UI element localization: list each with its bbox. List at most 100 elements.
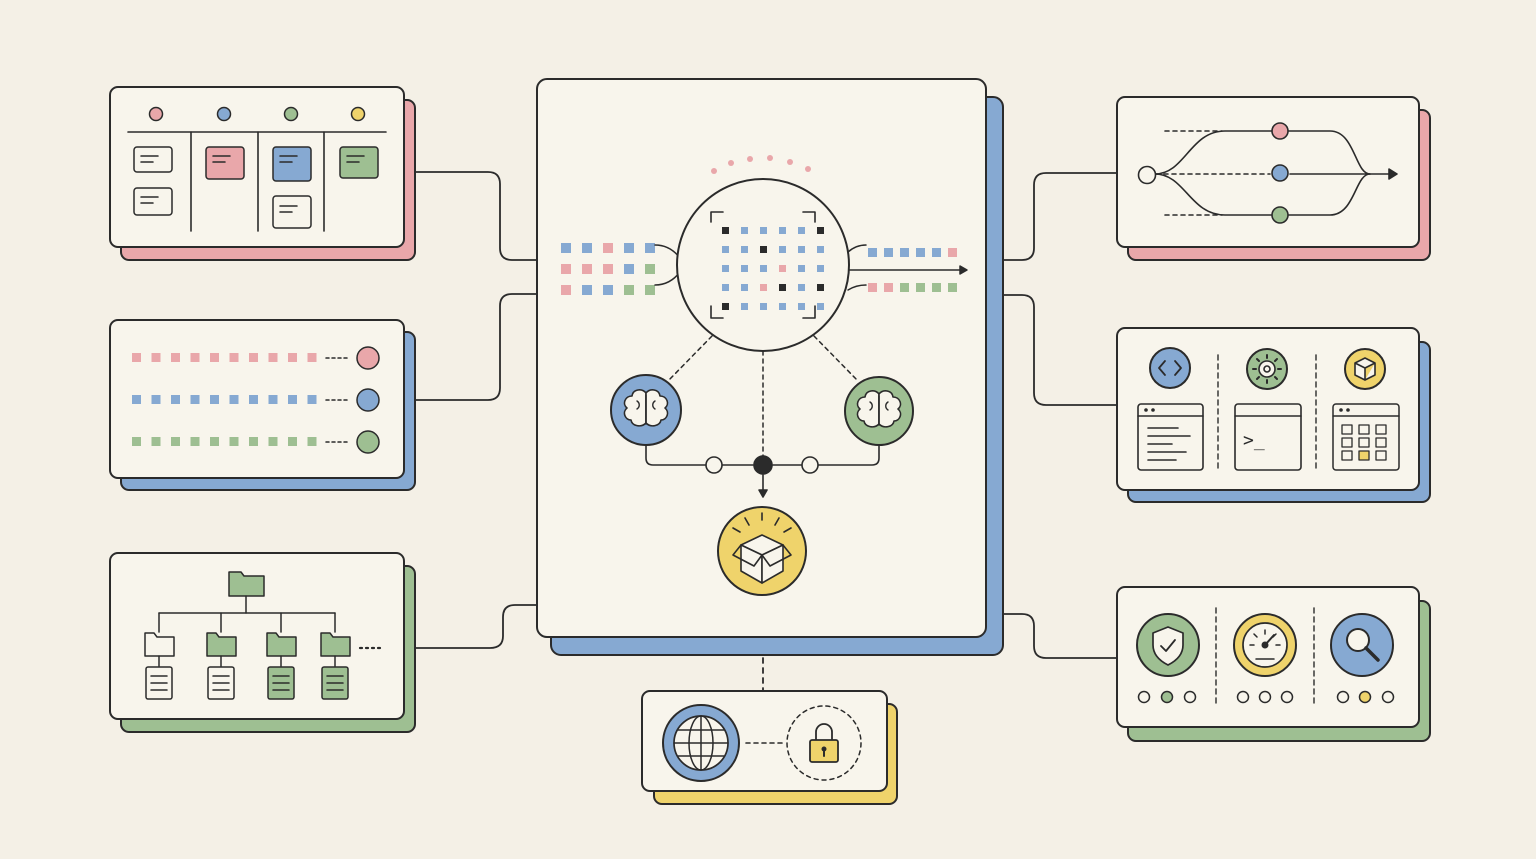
output-token bbox=[932, 248, 941, 257]
grid-cell bbox=[1375, 450, 1387, 461]
speed-gauge-icon bbox=[1233, 613, 1297, 677]
stream-square bbox=[210, 437, 219, 446]
stream-square bbox=[190, 353, 200, 362]
tool-dividers bbox=[1217, 354, 1317, 471]
input-token bbox=[582, 264, 592, 274]
editor-window-icon bbox=[1137, 403, 1204, 471]
stream-square bbox=[210, 395, 219, 404]
output-token bbox=[868, 283, 877, 292]
input-token bbox=[603, 264, 613, 274]
stream-square bbox=[307, 395, 317, 404]
output-token-grid bbox=[868, 248, 957, 292]
matrix-cell bbox=[741, 227, 748, 234]
grid-cell bbox=[1375, 424, 1387, 435]
note-card-icon bbox=[272, 195, 312, 229]
stream-square bbox=[190, 395, 200, 404]
arc-dots bbox=[711, 155, 811, 174]
matrix-cell bbox=[722, 303, 729, 310]
note-cards bbox=[133, 146, 379, 229]
card-body bbox=[536, 78, 987, 638]
matrix-cell bbox=[798, 227, 805, 234]
grid-cell bbox=[1341, 424, 1353, 435]
stream-square bbox=[190, 437, 200, 446]
stream-end-pink bbox=[356, 346, 380, 370]
document-icon bbox=[267, 666, 295, 700]
output-token bbox=[916, 248, 925, 257]
matrix-cell bbox=[779, 303, 786, 310]
matrix-cell bbox=[741, 303, 748, 310]
package-icon bbox=[717, 506, 807, 596]
connector-pipeline bbox=[1002, 172, 1118, 261]
stream-square bbox=[268, 353, 278, 362]
magnifier-icon bbox=[1330, 613, 1394, 677]
matrix-cell bbox=[817, 303, 824, 310]
cube-icon bbox=[1344, 348, 1386, 390]
stream-square bbox=[132, 437, 141, 446]
input-token bbox=[624, 285, 634, 295]
folder-icon bbox=[144, 632, 175, 657]
input-token bbox=[624, 243, 634, 253]
matrix-cell bbox=[760, 246, 767, 253]
connector-folders bbox=[414, 604, 539, 649]
matrix-cell bbox=[741, 265, 748, 272]
stream-square bbox=[151, 353, 161, 362]
output-token bbox=[884, 248, 893, 257]
connector-tools bbox=[1002, 294, 1118, 406]
folder-icon bbox=[266, 632, 297, 657]
brain-icon bbox=[610, 374, 682, 446]
input-token bbox=[645, 285, 655, 295]
branch-pipeline-card bbox=[1116, 96, 1431, 261]
matrix-cell bbox=[779, 265, 786, 272]
network-security-card bbox=[641, 690, 898, 805]
shield-check-icon bbox=[1136, 613, 1200, 677]
matrix-cell bbox=[779, 284, 786, 291]
matrix-cell bbox=[798, 246, 805, 253]
grid-cell bbox=[1375, 437, 1387, 448]
input-token bbox=[582, 285, 592, 295]
connector-lines bbox=[414, 171, 1118, 691]
dashed-links bbox=[667, 335, 859, 458]
arrow-right-icon bbox=[1388, 168, 1398, 180]
folder-icon bbox=[206, 632, 237, 657]
monitoring-card bbox=[1116, 586, 1431, 742]
status-dots bbox=[1137, 690, 1395, 704]
grid-cell bbox=[1358, 450, 1370, 461]
monitor-dividers bbox=[1215, 607, 1315, 705]
gear-icon bbox=[1246, 348, 1288, 390]
column-dot-yellow bbox=[350, 106, 366, 122]
grid-cells bbox=[1341, 424, 1387, 461]
terminal-prompt: >_ bbox=[1243, 430, 1265, 451]
stream-square bbox=[249, 395, 258, 404]
input-token bbox=[561, 285, 571, 295]
output-token bbox=[900, 283, 909, 292]
document-icon bbox=[321, 666, 349, 700]
output-token bbox=[932, 283, 941, 292]
column-dot-green bbox=[283, 106, 299, 122]
stream-square bbox=[210, 353, 219, 362]
stream-square bbox=[132, 353, 141, 362]
tool-windows-card: >_ bbox=[1116, 327, 1431, 503]
matrix-cell bbox=[760, 303, 767, 310]
focus-brackets bbox=[710, 211, 816, 319]
input-token bbox=[603, 243, 613, 253]
output-token bbox=[868, 248, 877, 257]
stream-square bbox=[151, 395, 161, 404]
matrix-cell bbox=[798, 284, 805, 291]
input-token bbox=[645, 264, 655, 274]
folder-icon bbox=[228, 571, 265, 597]
matrix-cell bbox=[817, 227, 824, 234]
matrix-cell bbox=[722, 246, 729, 253]
matrix-cell bbox=[798, 303, 805, 310]
output-token bbox=[884, 283, 893, 292]
column-dot-pink bbox=[148, 106, 164, 122]
stream-ends bbox=[325, 346, 380, 454]
stream-square bbox=[171, 437, 180, 446]
connector-streams bbox=[414, 293, 539, 401]
code-icon bbox=[1149, 347, 1191, 389]
input-token-grid bbox=[561, 243, 655, 295]
attention-matrix bbox=[722, 227, 824, 310]
input-token bbox=[624, 264, 634, 274]
connector-monitoring bbox=[1002, 613, 1118, 659]
grid-cell bbox=[1341, 437, 1353, 448]
central-processor-card bbox=[536, 78, 1004, 656]
